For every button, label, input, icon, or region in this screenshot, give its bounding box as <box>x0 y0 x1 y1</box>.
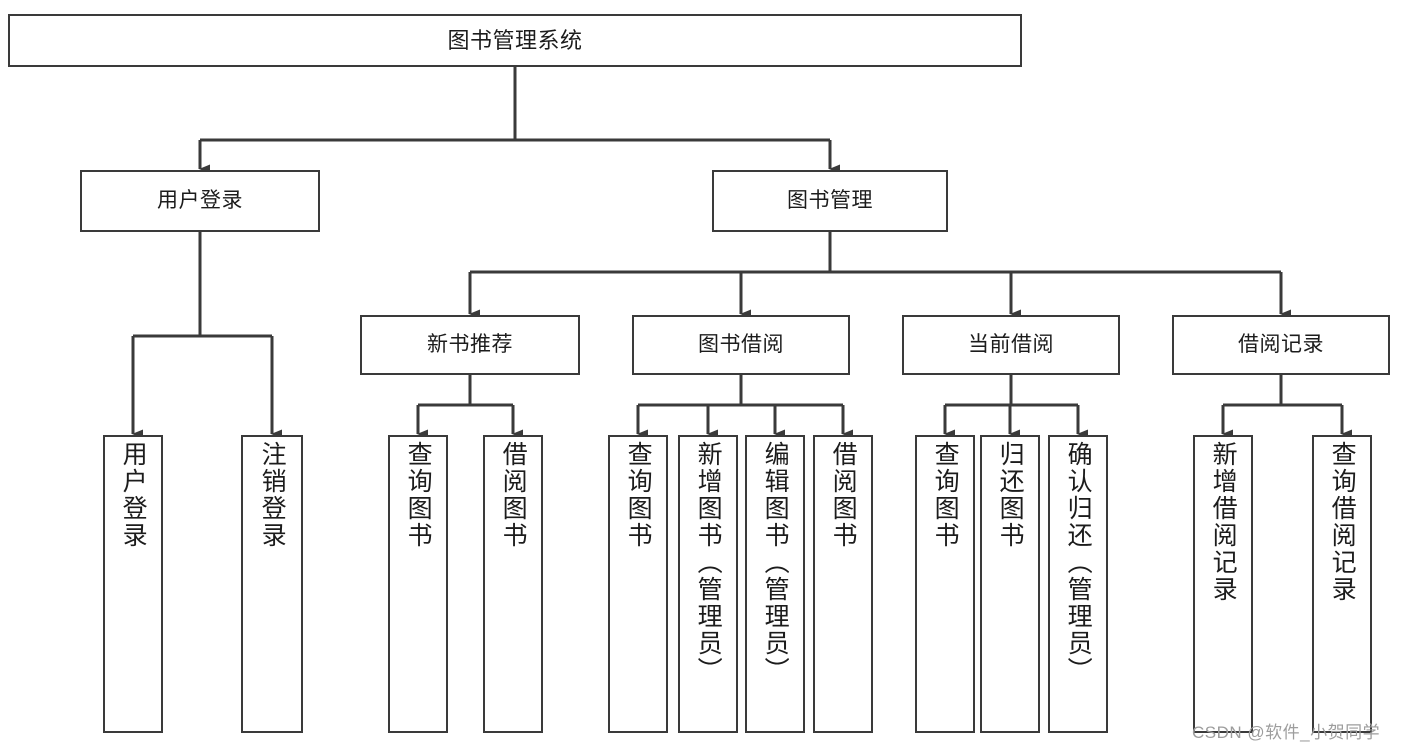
node-leaf-return-book[interactable]: 归还图书 <box>980 435 1040 733</box>
node-leaf-query-borrow-record[interactable]: 查询借阅记录 <box>1312 435 1372 733</box>
node-label: 查询图书 <box>404 441 433 549</box>
node-label: 当前借阅 <box>968 332 1054 356</box>
node-leaf-borrow-book-recommend[interactable]: 借阅图书 <box>483 435 543 733</box>
node-book-management[interactable]: 图书管理 <box>712 170 948 232</box>
node-book-borrow[interactable]: 图书借阅 <box>632 315 850 375</box>
node-label: 新增图书（管理员） <box>694 441 723 684</box>
node-leaf-query-book-recommend[interactable]: 查询图书 <box>388 435 448 733</box>
node-user-login[interactable]: 用户登录 <box>80 170 320 232</box>
node-leaf-user-logout[interactable]: 注销登录 <box>241 435 303 733</box>
node-current-borrow[interactable]: 当前借阅 <box>902 315 1120 375</box>
node-label: 新增借阅记录 <box>1209 441 1238 603</box>
node-label: 借阅图书 <box>829 441 858 549</box>
node-borrow-record[interactable]: 借阅记录 <box>1172 315 1390 375</box>
node-label: 用户登录 <box>119 441 148 549</box>
node-label: 用户登录 <box>157 188 243 212</box>
node-leaf-query-book-borrow[interactable]: 查询图书 <box>608 435 668 733</box>
node-leaf-add-book-admin[interactable]: 新增图书（管理员） <box>678 435 738 733</box>
node-label: 图书借阅 <box>698 332 784 356</box>
node-label: 查询图书 <box>624 441 653 549</box>
node-label: 归还图书 <box>996 441 1025 549</box>
node-new-book-recommend[interactable]: 新书推荐 <box>360 315 580 375</box>
node-label: 借阅图书 <box>499 441 528 549</box>
node-leaf-edit-book-admin[interactable]: 编辑图书（管理员） <box>745 435 805 733</box>
node-label: 图书管理系统 <box>447 27 583 53</box>
node-leaf-add-borrow-record[interactable]: 新增借阅记录 <box>1193 435 1253 733</box>
node-label: 新书推荐 <box>427 332 513 356</box>
node-label: 查询借阅记录 <box>1328 441 1357 603</box>
node-leaf-confirm-return-admin[interactable]: 确认归还（管理员） <box>1048 435 1108 733</box>
node-label: 编辑图书（管理员） <box>761 441 790 684</box>
node-label: 图书管理 <box>787 188 873 212</box>
node-label: 确认归还（管理员） <box>1064 441 1093 684</box>
node-leaf-query-book-current[interactable]: 查询图书 <box>915 435 975 733</box>
node-label: 借阅记录 <box>1238 332 1324 356</box>
node-leaf-user-login[interactable]: 用户登录 <box>103 435 163 733</box>
node-label: 注销登录 <box>258 441 287 549</box>
node-label: 查询图书 <box>931 441 960 549</box>
node-leaf-borrow-book[interactable]: 借阅图书 <box>813 435 873 733</box>
node-root-system[interactable]: 图书管理系统 <box>8 14 1022 67</box>
